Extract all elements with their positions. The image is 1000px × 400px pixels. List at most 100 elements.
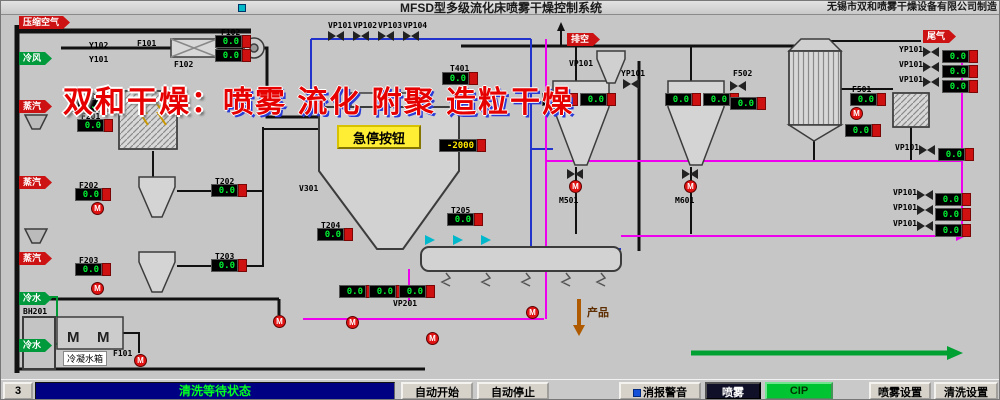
- instrument-tag: VP104: [403, 21, 428, 30]
- pneumatic-lines: [310, 38, 621, 250]
- alarm-badge: [104, 119, 113, 132]
- motor-label: M: [67, 329, 80, 346]
- fluid-bed: [420, 246, 622, 272]
- pump-motor: M: [850, 107, 863, 120]
- pump-motor: M: [273, 315, 286, 328]
- alarm-badge: [426, 285, 435, 298]
- auto-start-button[interactable]: 自动开始: [401, 382, 473, 399]
- pump-motor: M: [346, 316, 359, 329]
- display-value: 0.0: [935, 224, 962, 237]
- flow-label: 蒸汽: [19, 100, 52, 113]
- display-value: 0.0: [442, 72, 469, 85]
- instrument-tag: VP101: [328, 21, 353, 30]
- cip-button[interactable]: CIP: [765, 382, 833, 399]
- page-button[interactable]: 3: [3, 382, 33, 399]
- instrument-tag: VP101: [899, 60, 924, 69]
- alarm-badge: [969, 50, 978, 63]
- emergency-stop-button[interactable]: 急停按钮: [337, 125, 421, 149]
- title-bar: MFSD型多级流化床喷雾干燥控制系统 无锡市双和喷雾干燥设备有限公司制造: [1, 1, 999, 15]
- instrument-tag: T201: [81, 92, 101, 101]
- exchanger-cone: [786, 124, 844, 142]
- vent-label: 排空: [567, 33, 600, 46]
- display-value: 0.0: [580, 93, 607, 106]
- flow-label: 蒸汽: [19, 176, 52, 189]
- display: 0.0: [542, 93, 578, 106]
- instrument-tag: F502: [733, 69, 753, 78]
- display-value: 0.0: [942, 50, 969, 63]
- valve-icon[interactable]: [623, 79, 639, 89]
- pump-motor: M: [684, 180, 697, 193]
- product-label: 产品: [587, 307, 609, 319]
- instrument-tag: VP101: [895, 143, 920, 152]
- valve-icon[interactable]: [919, 145, 935, 155]
- display: 0.0: [845, 124, 881, 137]
- display: 0.0: [938, 148, 974, 161]
- instrument-tag: T401: [450, 64, 470, 73]
- pump-motor: M: [426, 332, 439, 345]
- mute-alarm-button[interactable]: 消报警音: [619, 382, 701, 399]
- instrument-tag: F101: [137, 39, 157, 48]
- alarm-badge: [238, 259, 247, 272]
- display-value: 0.0: [75, 263, 102, 276]
- spring-mounts: [440, 272, 607, 287]
- air-ducts: [14, 25, 921, 373]
- display: 0.0: [77, 119, 113, 132]
- alarm-badge: [469, 72, 478, 85]
- valve-icon[interactable]: [730, 81, 746, 91]
- display-value: 0.0: [942, 65, 969, 78]
- display-value: 0.0: [542, 93, 569, 106]
- display: 0.0: [942, 65, 978, 78]
- valve-icon[interactable]: [923, 77, 939, 87]
- instrument-tag: BH201: [23, 307, 48, 316]
- pump-motor: M: [91, 282, 104, 295]
- feed-funnel: [23, 114, 49, 130]
- cyclone: [138, 176, 176, 218]
- display: 0.0: [215, 49, 251, 62]
- alarm-badge: [477, 139, 486, 152]
- display: 0.0: [850, 93, 886, 106]
- filter-box-hatch: [892, 92, 930, 128]
- valve-icon[interactable]: [923, 62, 939, 72]
- valve-icon[interactable]: [917, 221, 933, 231]
- valve-icon[interactable]: [917, 190, 933, 200]
- bag-filter-hatch: [118, 90, 178, 150]
- alarm-badge: [102, 188, 111, 201]
- clean-settings-button[interactable]: 清洗设置: [934, 382, 998, 399]
- display-value: 0.0: [317, 228, 344, 241]
- instrument-tag: Y101: [89, 55, 109, 64]
- spray-button[interactable]: 喷雾: [705, 382, 761, 399]
- display: 0.0: [935, 208, 971, 221]
- valve-icon[interactable]: [917, 205, 933, 215]
- alarm-badge: [474, 213, 483, 226]
- alarm-badge: [757, 97, 766, 110]
- alarm-badge: [607, 93, 616, 106]
- flow-label: 冷水: [19, 339, 52, 352]
- outlet-arrow: [947, 346, 963, 360]
- display-value: 0.0: [703, 93, 730, 106]
- display-value: 0.0: [369, 285, 396, 298]
- display: 0.0: [935, 193, 971, 206]
- instrument-tag: YP101: [899, 45, 924, 54]
- pump-motor: M: [91, 202, 104, 215]
- display: 0.0: [730, 97, 766, 110]
- fan-hub: [249, 43, 259, 53]
- display: 0.0: [935, 224, 971, 237]
- valve-icon[interactable]: [923, 47, 939, 57]
- pump-motor: M: [526, 306, 539, 319]
- auto-stop-button[interactable]: 自动停止: [477, 382, 549, 399]
- display: -2000: [439, 139, 486, 152]
- tailgas-label: 尾气: [923, 30, 956, 43]
- display-value: 0.0: [77, 119, 104, 132]
- feed-funnel: [23, 228, 49, 244]
- display: 0.0: [399, 285, 435, 298]
- alarm-badge: [962, 193, 971, 206]
- display-value: 0.0: [211, 184, 238, 197]
- flow-label: 冷风: [19, 52, 52, 65]
- instrument-tag: F101: [113, 349, 133, 358]
- lightning-icon: [138, 103, 149, 126]
- instrument-tag: F102: [221, 28, 241, 37]
- instrument-tag: T203: [215, 252, 235, 261]
- spray-settings-button[interactable]: 喷雾设置: [869, 382, 931, 399]
